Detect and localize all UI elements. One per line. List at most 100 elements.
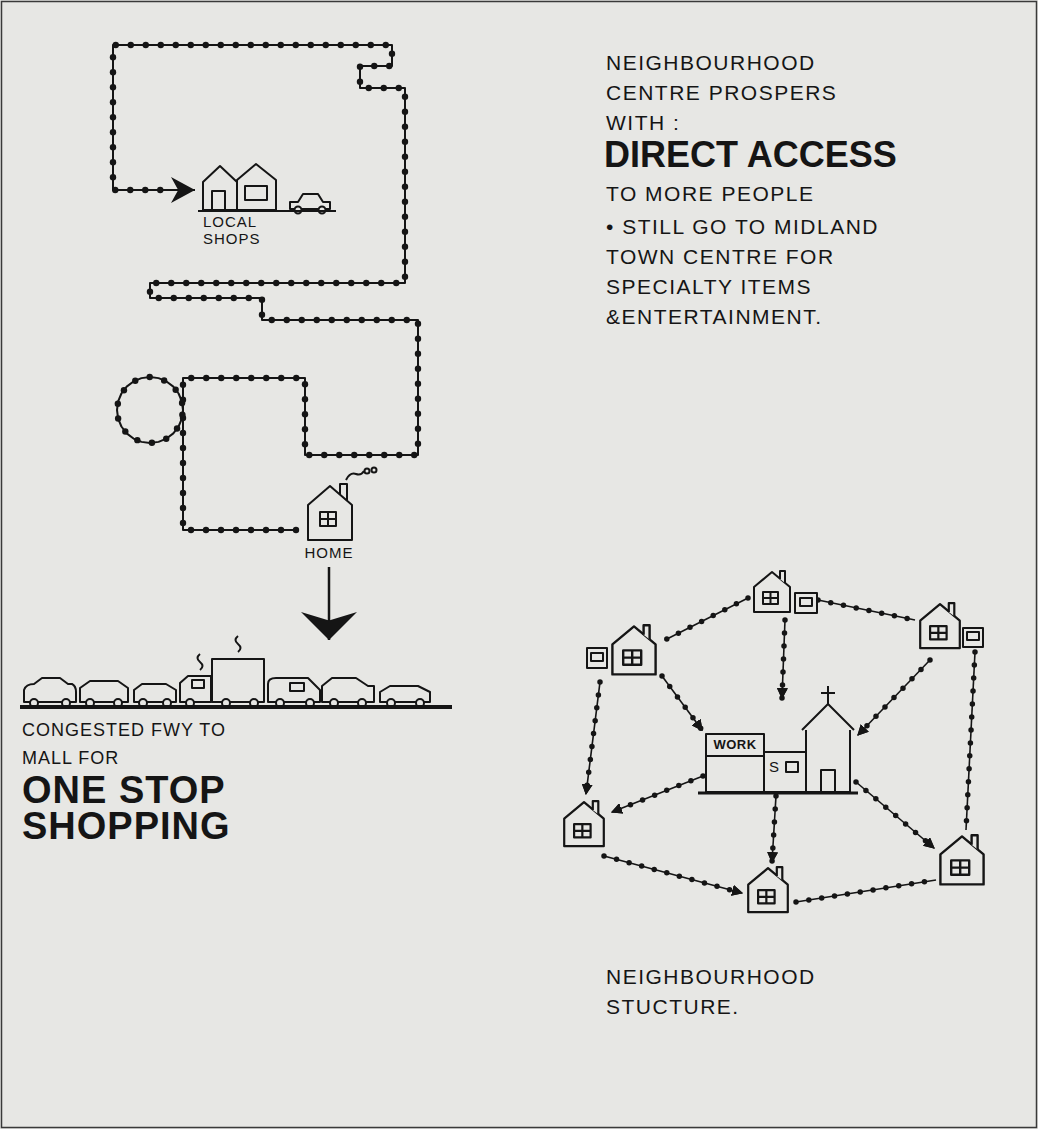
path-dot (213, 280, 219, 286)
path-dot (359, 317, 365, 323)
path-dot (269, 317, 275, 323)
path-dot (110, 99, 116, 105)
path-dot (168, 280, 174, 286)
path-dot (293, 527, 299, 533)
path-dot (198, 280, 204, 286)
van (268, 678, 320, 702)
path-dot (263, 375, 269, 381)
path-dot (110, 54, 116, 60)
freeway-traffic (20, 636, 452, 707)
path-dot (127, 187, 133, 193)
path-dot (381, 452, 387, 458)
path-dot (393, 280, 399, 286)
path-dot (228, 280, 234, 286)
path-dot (353, 42, 359, 48)
shop-building (237, 164, 276, 210)
path-dot (201, 295, 207, 301)
path-dot (180, 505, 186, 511)
path-dot (357, 64, 363, 70)
path-dot (157, 187, 163, 193)
path-dot (302, 381, 308, 387)
path-dot (383, 42, 389, 48)
path-dot (179, 412, 185, 418)
path-dot (134, 437, 140, 443)
path-dot (402, 229, 408, 235)
shop-window (245, 186, 267, 200)
building-label: WORK (706, 737, 764, 753)
exhaust (198, 654, 203, 670)
path-dot (368, 42, 374, 48)
smoke (372, 468, 377, 473)
path-dot (147, 289, 153, 295)
path-dot (188, 42, 194, 48)
work-building (706, 734, 764, 792)
path-dot (188, 375, 194, 381)
path-dot (273, 280, 279, 286)
path-dot (299, 317, 305, 323)
label-slot: • STILL GO TO MIDLAND TOWN CENTRE FOR SP… (606, 212, 916, 332)
window-bars (320, 512, 336, 526)
path-dot (402, 244, 408, 250)
church-cross (821, 686, 835, 704)
path-dot (218, 527, 224, 533)
path-dot (188, 527, 194, 533)
church-door (821, 770, 835, 792)
house (754, 571, 790, 612)
path-dot (357, 79, 363, 85)
houses (564, 571, 983, 912)
shop-window (591, 653, 603, 661)
path-dot (363, 280, 369, 286)
path-dot (110, 174, 116, 180)
node-label: LOCAL SHOPS (203, 213, 273, 247)
path-dot (402, 139, 408, 145)
path-dot (402, 124, 408, 130)
van-window (290, 683, 304, 691)
path-dot (248, 375, 254, 381)
node-label: HOME (305, 544, 354, 561)
path-dot (143, 42, 149, 48)
path-dot (246, 295, 252, 301)
path-dot (288, 280, 294, 286)
path-dot (402, 169, 408, 175)
path-dot (110, 129, 116, 135)
path-dot (110, 114, 116, 120)
shop-window (800, 598, 812, 606)
path-dot (180, 490, 186, 496)
heading-note: NEIGHBOURHOOD CENTRE PROSPERS WITH : (606, 48, 871, 138)
path-dot (329, 317, 335, 323)
node-heading: ONE STOP SHOPPING (22, 772, 272, 844)
path-dot (110, 159, 116, 165)
path-dot (183, 280, 189, 286)
path-dot (396, 452, 402, 458)
path-dot (318, 280, 324, 286)
path-dot (371, 63, 377, 69)
path-dot (402, 184, 408, 190)
path-dot (415, 396, 421, 402)
label-slot: DIRECT ACCESS (604, 134, 897, 176)
house (940, 835, 983, 884)
path-dot (415, 336, 421, 342)
path-dot (180, 445, 186, 451)
path-dot (378, 280, 384, 286)
path-dot (174, 425, 180, 431)
path-dot (233, 375, 239, 381)
shop-window (967, 632, 979, 640)
path-dot (321, 452, 327, 458)
path-dot (243, 280, 249, 286)
path-dot (110, 69, 116, 75)
path-dot (278, 375, 284, 381)
shops-node: LOCAL SHOPS (195, 158, 345, 251)
path-dot (402, 94, 408, 100)
house (748, 867, 788, 912)
connector-group (110, 42, 421, 533)
path-dot (248, 42, 254, 48)
neighbour-links (586, 598, 975, 902)
path-dot (180, 475, 186, 481)
truck-box (212, 659, 264, 702)
figure-caption: NEIGHBOURHOOD STUCTURE. (606, 962, 871, 1022)
path-dot (293, 375, 299, 381)
shop-box (795, 593, 817, 613)
path-dot (278, 42, 284, 48)
home-node: HOME (296, 478, 362, 565)
path-dot (233, 527, 239, 533)
